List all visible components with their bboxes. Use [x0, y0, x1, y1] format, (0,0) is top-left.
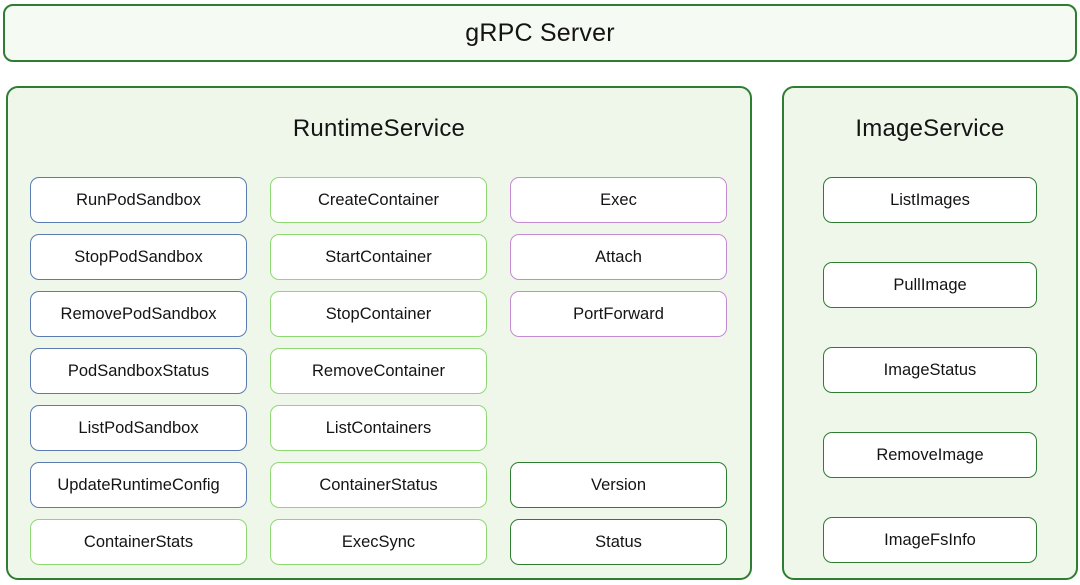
pod-sandbox-column: RunPodSandbox StopPodSandbox RemovePodSa… [30, 177, 247, 565]
node-pod-sandbox-status: PodSandboxStatus [30, 348, 247, 394]
grpc-server-box: gRPC Server [3, 4, 1077, 62]
node-exec: Exec [510, 177, 727, 223]
node-stop-pod-sandbox: StopPodSandbox [30, 234, 247, 280]
node-container-stats: ContainerStats [30, 519, 247, 565]
node-remove-container: RemoveContainer [270, 348, 487, 394]
node-list-pod-sandbox: ListPodSandbox [30, 405, 247, 451]
node-pull-image: PullImage [823, 262, 1037, 308]
runtime-service-title: RuntimeService [292, 115, 466, 142]
grpc-server-title: gRPC Server [465, 18, 615, 47]
container-column: CreateContainer StartContainer StopConta… [270, 177, 487, 565]
node-remove-pod-sandbox: RemovePodSandbox [30, 291, 247, 337]
node-list-images: ListImages [823, 177, 1037, 223]
node-create-container: CreateContainer [270, 177, 487, 223]
node-image-status: ImageStatus [823, 347, 1037, 393]
node-attach: Attach [510, 234, 727, 280]
node-remove-image: RemoveImage [823, 432, 1037, 478]
node-run-pod-sandbox: RunPodSandbox [30, 177, 247, 223]
streaming-and-meta-column: Exec Attach PortForward Version Status [510, 177, 727, 565]
runtime-service-panel: RuntimeService RunPodSandbox StopPodSand… [6, 86, 752, 580]
node-version: Version [510, 462, 727, 508]
node-container-status: ContainerStatus [270, 462, 487, 508]
node-image-fs-info: ImageFsInfo [823, 517, 1037, 563]
node-start-container: StartContainer [270, 234, 487, 280]
image-column: ListImages PullImage ImageStatus RemoveI… [823, 177, 1037, 563]
node-stop-container: StopContainer [270, 291, 487, 337]
node-list-containers: ListContainers [270, 405, 487, 451]
image-service-title: ImageService [855, 115, 1005, 142]
node-status: Status [510, 519, 727, 565]
image-service-panel: ImageService ListImages PullImage ImageS… [782, 86, 1078, 580]
node-port-forward: PortForward [510, 291, 727, 337]
node-update-runtime-config: UpdateRuntimeConfig [30, 462, 247, 508]
node-exec-sync: ExecSync [270, 519, 487, 565]
